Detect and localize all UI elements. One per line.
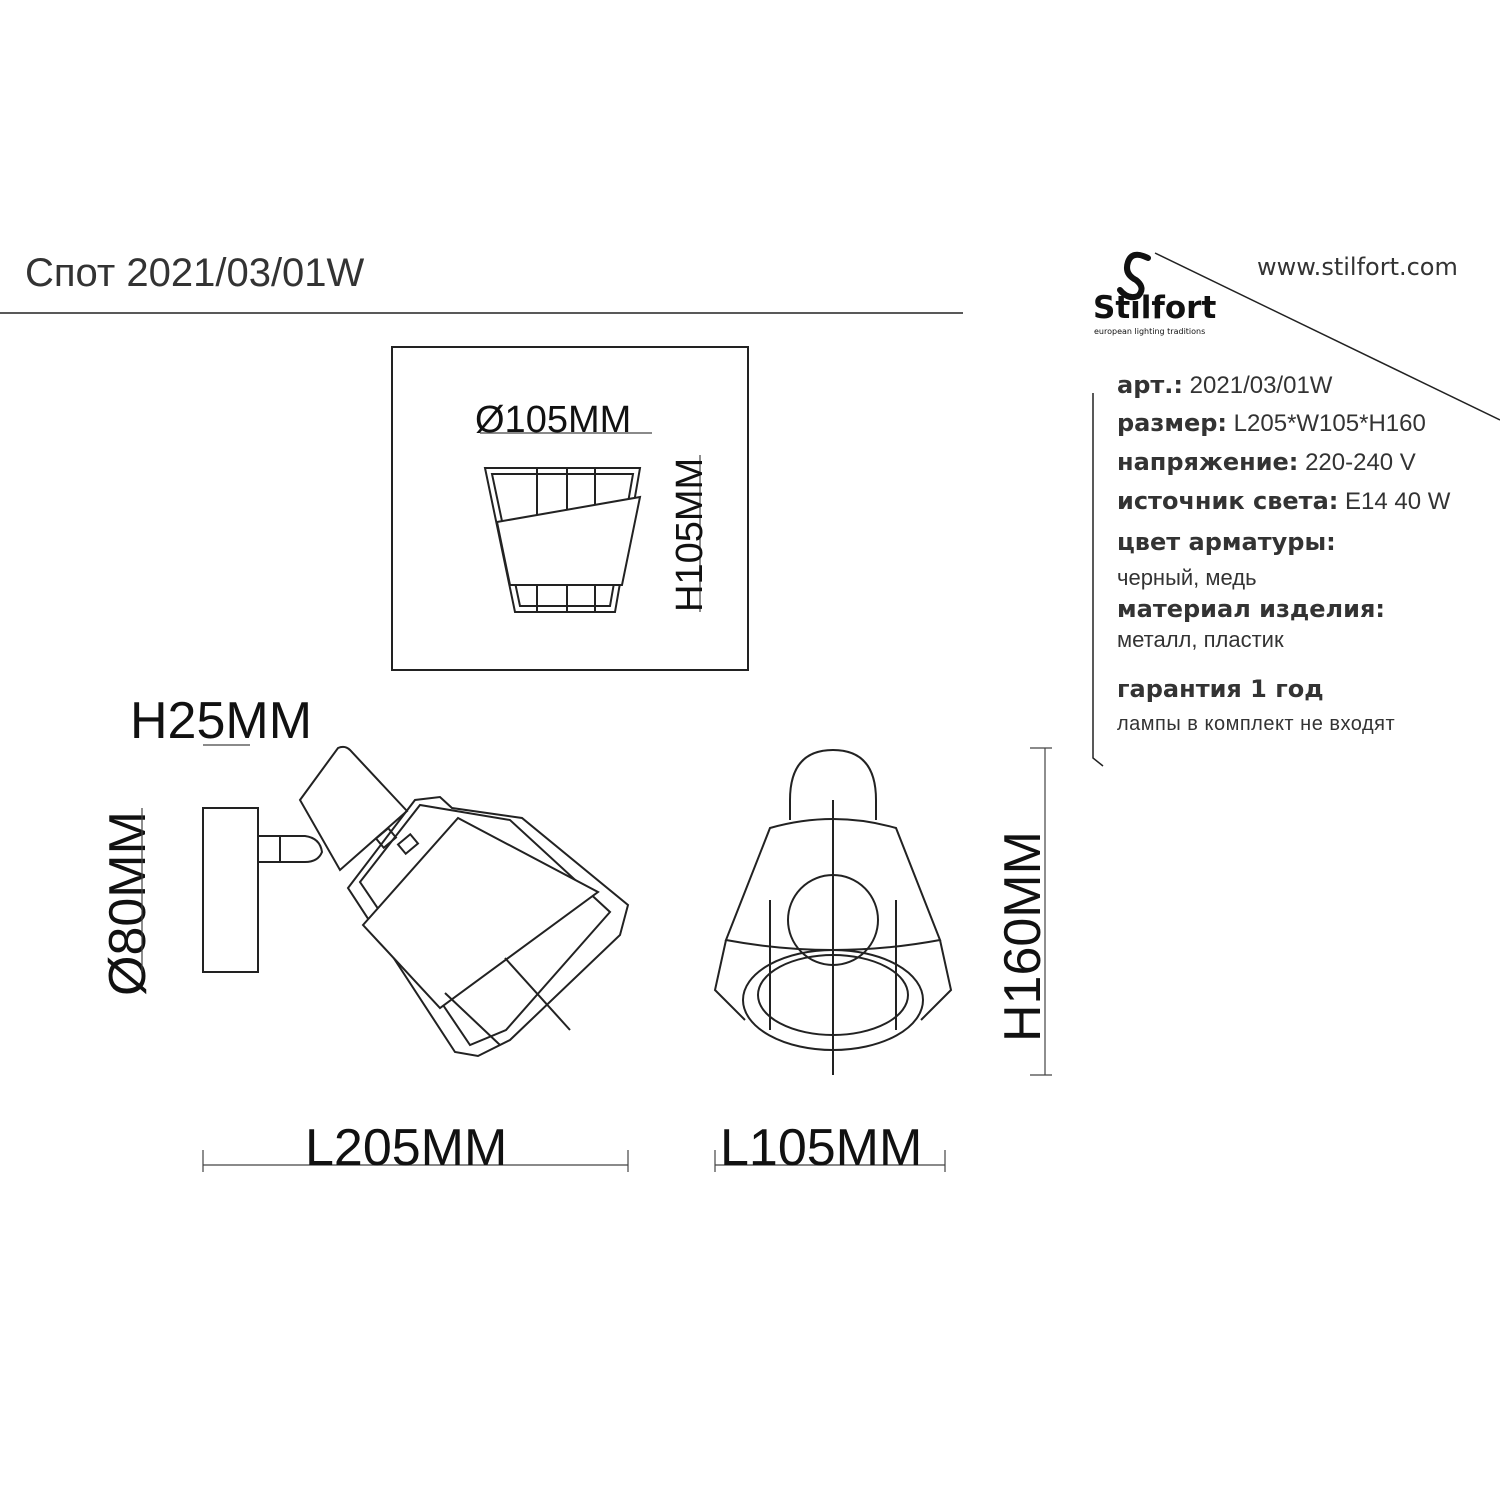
front-height-label: H160MM (994, 831, 1052, 1042)
page-title: Спот 2021/03/01W (25, 251, 365, 295)
spec-material-value: металл, пластик (1117, 627, 1284, 652)
front-view-drawing (713, 748, 953, 1075)
spec-frame-color-value: черный, медь (1117, 565, 1257, 590)
spec-label: арт.: (1117, 371, 1183, 399)
spec-label: материал изделия: (1117, 595, 1385, 623)
spec-value: E14 40 W (1345, 488, 1451, 515)
spec-label: напряжение: (1117, 448, 1299, 476)
brand-name: Stilfort (1093, 290, 1217, 326)
spec-warranty: гарантия 1 год (1117, 676, 1324, 703)
shade-detail-frame (391, 346, 749, 671)
spec-frame-color-label: цвет арматуры: (1117, 529, 1336, 556)
spec-value: L205*W105*H160 (1233, 410, 1426, 437)
spec-label: источник света: (1117, 487, 1339, 515)
spec-size: размер: L205*W105*H160 (1117, 410, 1426, 437)
spec-material-label: материал изделия: (1117, 596, 1385, 623)
base-diameter-label: Ø80MM (99, 811, 157, 996)
front-width-label: L105MM (720, 1119, 922, 1177)
spec-value: 2021/03/01W (1189, 372, 1333, 399)
spec-value: 220-240 V (1305, 449, 1416, 476)
side-length-label: L205MM (305, 1119, 507, 1177)
spec-article: арт.: 2021/03/01W (1117, 372, 1332, 399)
spec-voltage: напряжение: 220-240 V (1117, 449, 1416, 476)
base-height-label: H25MM (130, 692, 312, 750)
shade-drawing (483, 467, 642, 613)
stilfort-logo-icon (1117, 251, 1151, 301)
spec-light-source: источник света: E14 40 W (1117, 488, 1450, 515)
side-view-drawing (202, 745, 630, 1058)
spec-note: лампы в комплект не входят (1117, 713, 1396, 735)
spec-label: гарантия 1 год (1117, 675, 1324, 703)
spec-label: размер: (1117, 409, 1227, 437)
shade-diameter-label: Ø105MM (475, 399, 631, 441)
spec-label: цвет арматуры: (1117, 528, 1336, 556)
brand-tagline: european lighting traditions (1094, 327, 1206, 336)
shade-height-label: H105MM (669, 458, 711, 612)
decorative-diagonal (1154, 252, 1500, 421)
brand-url[interactable]: www.stilfort.com (1257, 253, 1458, 281)
spec-bracket (1092, 393, 1104, 767)
